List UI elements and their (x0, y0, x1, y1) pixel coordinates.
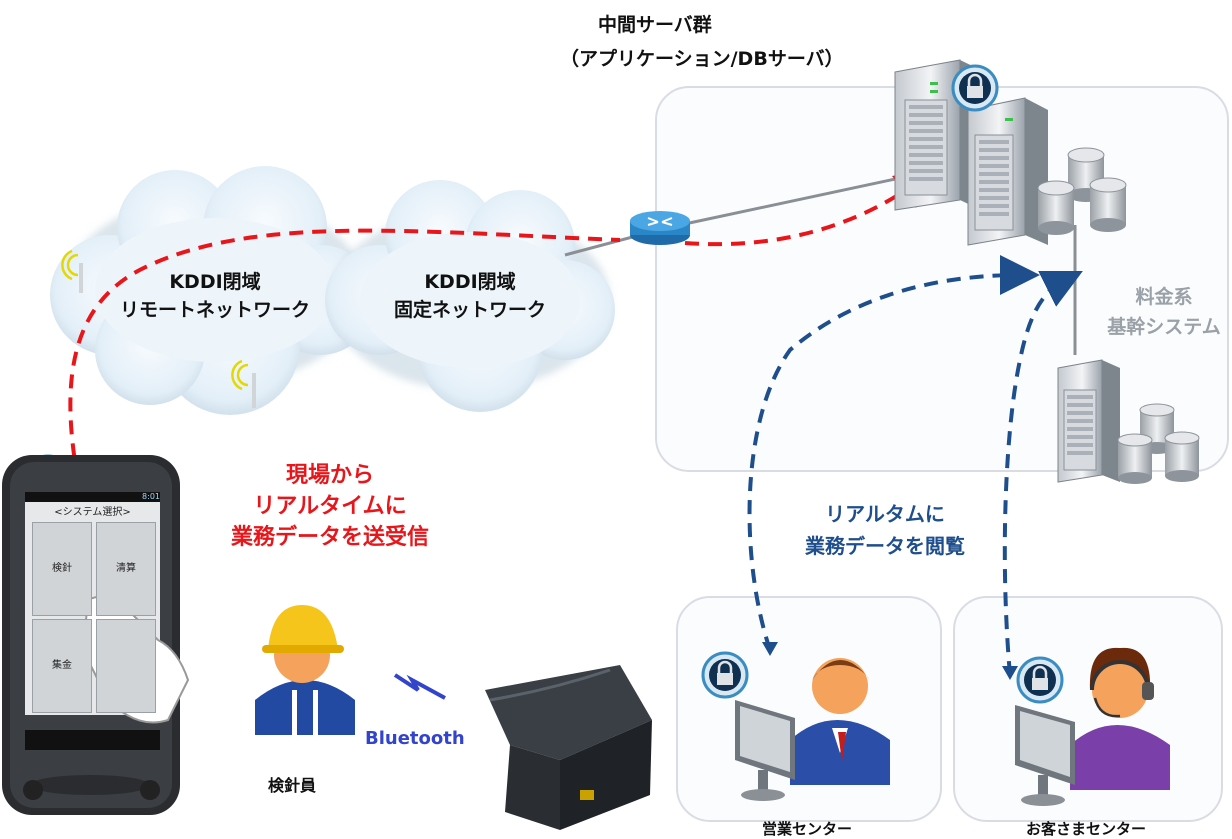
field-message: 現場から リアルタイムに 業務データを送受信 (200, 460, 460, 553)
monitor-icon (1015, 705, 1075, 806)
sales-center-label: 営業センター (761, 820, 852, 838)
phone-button-settlement[interactable]: 清算 (96, 522, 156, 616)
customer-center-panel (953, 596, 1223, 822)
server-group-subtitle: （アプリケーション/DBサーバ） (560, 48, 844, 70)
billing-database-icon (1117, 403, 1200, 484)
phone-status-bar: 8:01 (110, 492, 160, 502)
office-message-line1: リアルタムに (825, 502, 945, 526)
office-message-line2: 業務データを閲覧 (805, 534, 965, 558)
monitor-icon (735, 700, 795, 801)
server-group-title: 中間サーバ群 (598, 14, 712, 36)
db-server-icon (967, 97, 1048, 246)
billing-system-line1: 料金系 (1135, 286, 1193, 308)
customer-center-label: お客さまセンター (1025, 820, 1146, 838)
remote-network-line2: リモートネットワーク (119, 299, 310, 321)
phone-button-grid: 検針 清算 集金 (32, 522, 156, 713)
meter-reader-label: 検針員 (268, 776, 317, 795)
lock-icon (951, 64, 999, 112)
lock-icon (701, 651, 749, 699)
router-icon (630, 211, 690, 245)
meter-reader-icon (255, 605, 355, 735)
database-icon (1037, 147, 1127, 235)
bluetooth-signal-icon (393, 673, 446, 700)
field-message-line1: 現場から (285, 463, 374, 488)
fixed-network-line2: 固定ネットワーク (393, 299, 546, 321)
field-message-line3: 業務データを送受信 (230, 525, 429, 550)
billing-system-line2: 基幹システム (1107, 316, 1221, 338)
antenna-icon (231, 359, 256, 408)
portable-printer-icon (485, 665, 652, 830)
remote-network-line1: KDDI閉域 (169, 271, 261, 293)
field-message-line2: リアルタイムに (253, 494, 407, 519)
fixed-network-cloud-body (325, 180, 615, 412)
phone-button-meter-reading[interactable]: 検針 (32, 522, 92, 616)
billing-system-label: 料金系 基幹システム (1100, 282, 1228, 342)
fixed-network-label: KDDI閉域 固定ネットワーク (375, 268, 565, 324)
customer-operator-icon (1070, 647, 1170, 790)
office-message: リアルタムに 業務データを閲覧 (780, 498, 990, 562)
fixed-network-line1: KDDI閉域 (424, 271, 516, 293)
remote-network-label: KDDI閉域 リモートネットワーク (95, 268, 335, 324)
phone-screen-header: <システム選択> (54, 507, 131, 518)
antenna-icon (61, 249, 83, 293)
sales-operator-icon (790, 658, 890, 785)
bluetooth-label: Bluetooth (365, 728, 465, 749)
lock-icon (1016, 656, 1064, 704)
phone-button-blank[interactable] (96, 619, 156, 713)
phone-status-time: 8:01 (142, 492, 160, 501)
remote-network-cloud-body (50, 166, 375, 415)
phone-button-collection[interactable]: 集金 (32, 619, 92, 713)
billing-server-icon (1057, 359, 1120, 483)
